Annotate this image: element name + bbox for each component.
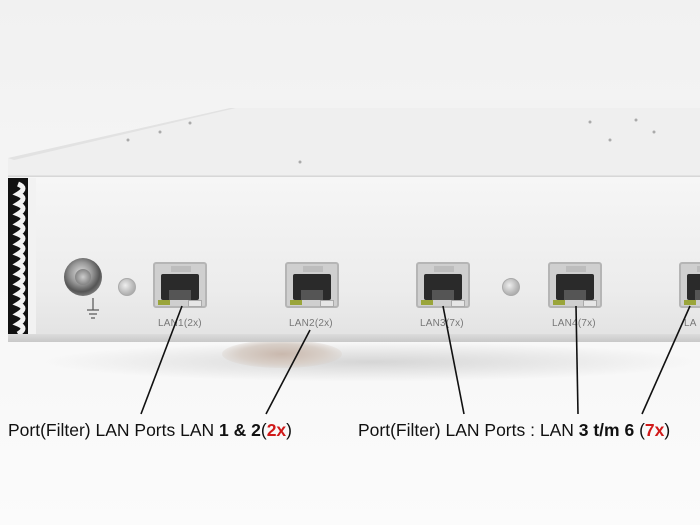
caption-port-range: 3 t/m 6 [578,420,635,440]
rj45-port-icon [548,262,602,308]
port-label-lan4: LAN4(7x) [552,318,596,329]
rj45-port-icon [416,262,470,308]
caption-prefix: Port(Filter) LAN Ports LAN [8,420,220,440]
caption-open-paren: ( [634,420,645,440]
caption-prefix: Port(Filter) LAN Ports : LAN [358,420,579,440]
rj45-port-icon [285,262,339,308]
chassis-shadow [40,342,700,382]
rj45-port-icon [153,262,207,308]
caption-filter-count: 7x [644,420,665,440]
caption-filter-count: 2x [266,420,287,440]
caption-close-paren: ) [664,420,671,440]
port-label-lan1: LAN1(2x) [158,318,202,329]
caption-close-paren: ) [286,420,292,440]
port-label-lan3: LAN3(7x) [420,318,464,329]
chassis-foot [222,340,342,368]
caption-lan-1-2: Port(Filter) LAN Ports LAN 1 & 2(2x) [8,420,292,441]
caption-port-range: 1 & 2 [219,420,261,440]
ground-terminal-icon [64,258,102,296]
caption-lan-3-6: Port(Filter) LAN Ports : LAN 3 t/m 6 (7x… [358,420,670,441]
port-label-lan5: LA [684,318,697,329]
reset-button-icon [502,278,520,296]
ground-symbol-icon [87,298,99,319]
caption-open-paren: ( [260,420,267,440]
port-label-lan2: LAN2(2x) [289,318,333,329]
reset-button-icon [118,278,136,296]
front-panel-bottom-edge [8,334,700,342]
front-panel [8,176,700,337]
rj45-port-icon [679,262,700,308]
heatsink-fins [8,178,36,334]
